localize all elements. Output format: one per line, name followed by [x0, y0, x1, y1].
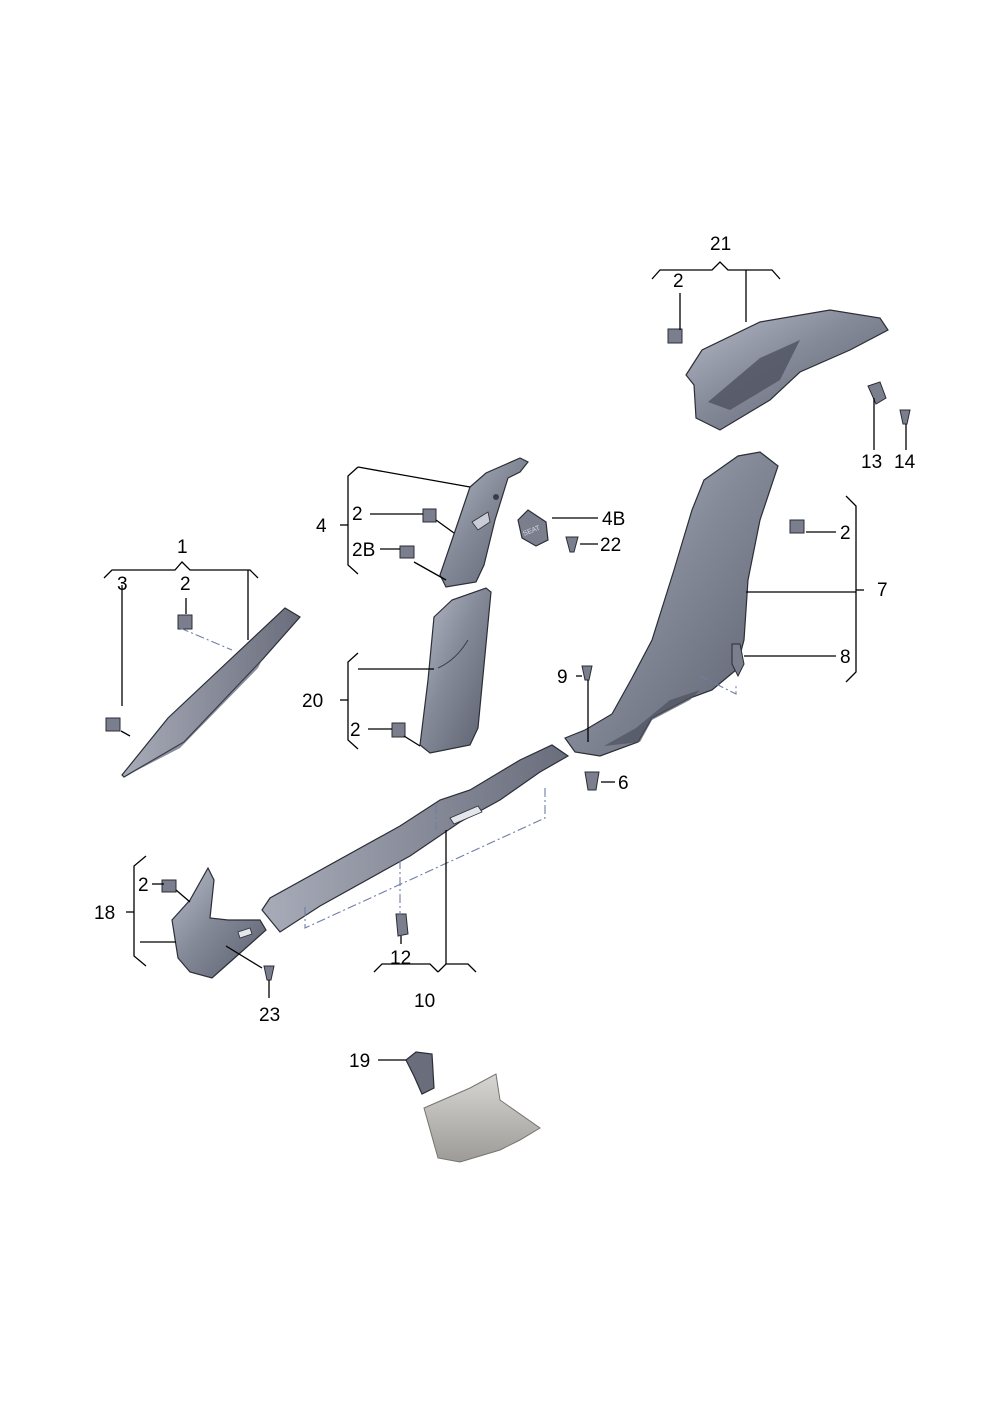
clip-icon: [422, 508, 437, 523]
grommet-icon: [867, 381, 887, 405]
b-pillar-lower-trim: [419, 587, 492, 754]
clip-icon: [161, 879, 177, 893]
label-2: 2: [673, 271, 684, 292]
footwell-trim: [171, 866, 267, 979]
clips: [105, 328, 911, 981]
label-4B: 4B: [602, 509, 625, 530]
label-18: 18: [94, 903, 115, 924]
expansion-nut-icon: [584, 771, 600, 791]
clip-icon: [177, 614, 193, 630]
label-1: 1: [177, 537, 188, 558]
label-19: 19: [349, 1051, 370, 1072]
label-8: 8: [840, 647, 851, 668]
sill-trim: [261, 744, 570, 933]
label-10: 10: [414, 991, 435, 1012]
clip-icon: [105, 717, 121, 732]
b-pillar-upper-trim: [439, 457, 529, 588]
clip-nut-icon: [395, 913, 409, 937]
c-pillar-lower-trim: [564, 451, 779, 757]
screw-icon: [899, 409, 911, 425]
belt-adjuster-cover: SEAT: [517, 509, 549, 547]
label-23: 23: [259, 1005, 280, 1026]
callout-labels: 1 2 3 4 2 2B 4B 22 20 2 21 2 13 14 7 2 8…: [94, 234, 916, 1072]
label-2: 2: [352, 504, 363, 525]
label-13: 13: [861, 452, 882, 473]
clip-icon: [399, 545, 415, 559]
label-22: 22: [600, 535, 621, 556]
clip-icon: [667, 328, 683, 344]
a-pillar-trim: [121, 607, 301, 778]
leader-lines: [103, 261, 907, 1061]
c-pillar-upper-trim: [685, 309, 889, 431]
label-2: 2: [840, 523, 851, 544]
label-7: 7: [877, 580, 888, 601]
label-12: 12: [390, 948, 411, 969]
label-14: 14: [894, 452, 916, 473]
label-3: 3: [117, 574, 128, 595]
clip-icon: [789, 519, 805, 534]
screw-icon: [565, 536, 579, 553]
label-2: 2: [180, 574, 191, 595]
label-2B: 2B: [352, 540, 375, 561]
label-21: 21: [710, 234, 731, 255]
label-2: 2: [138, 875, 149, 896]
rivet-icon: [731, 643, 745, 678]
label-20: 20: [302, 691, 323, 712]
label-2: 2: [350, 720, 361, 741]
label-9: 9: [557, 667, 568, 688]
bracket-and-pad: [405, 1051, 541, 1163]
screw-icon: [263, 965, 275, 981]
screw-icon: [581, 665, 593, 681]
clip-icon: [391, 722, 406, 738]
alignment-lines: [179, 627, 737, 929]
label-6: 6: [618, 773, 629, 794]
label-4: 4: [316, 516, 327, 537]
